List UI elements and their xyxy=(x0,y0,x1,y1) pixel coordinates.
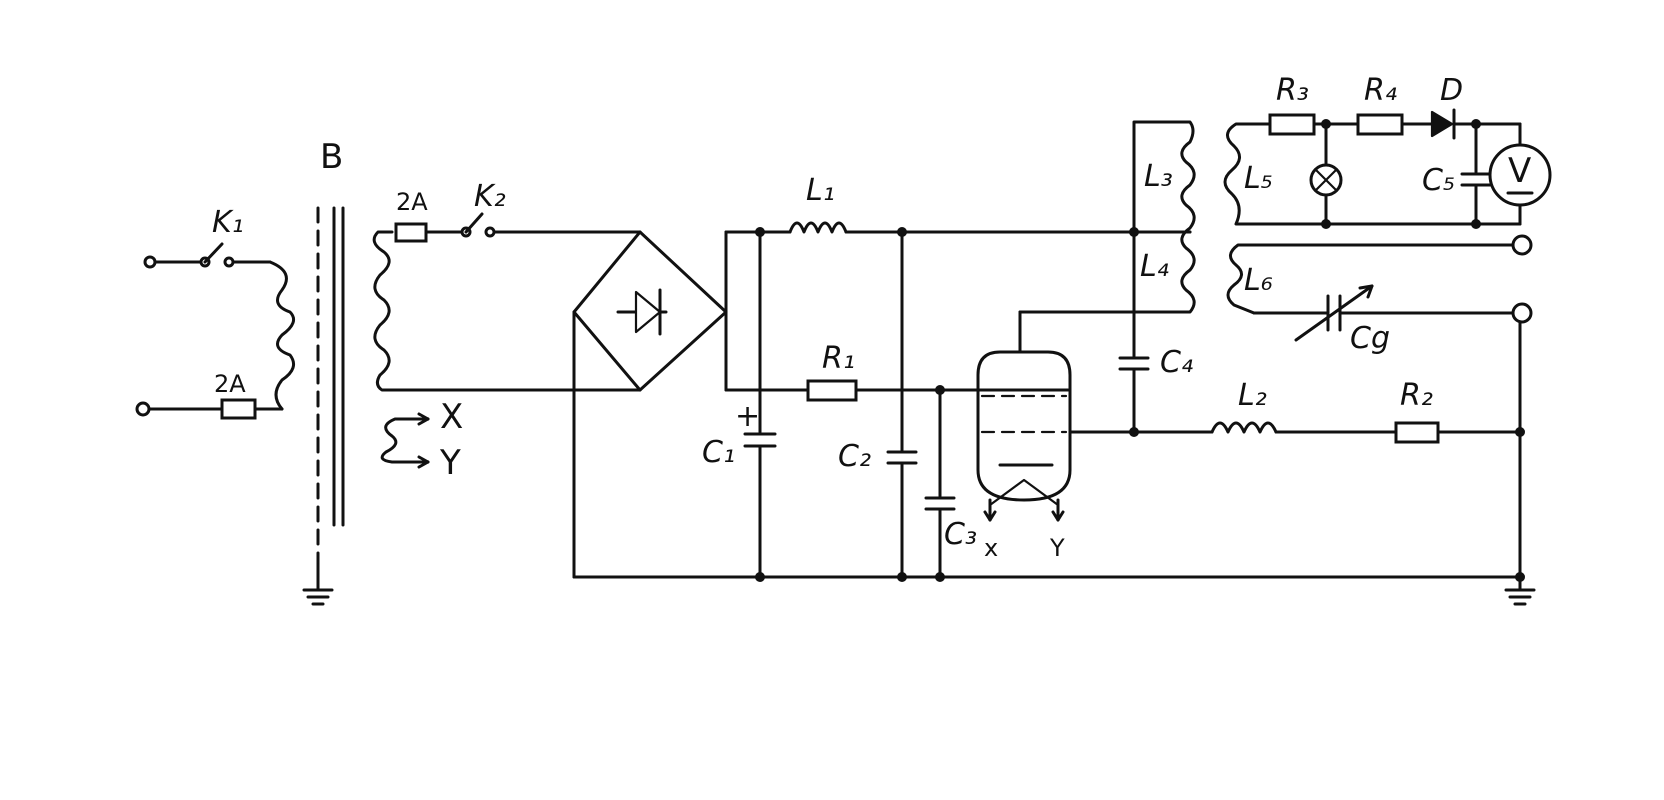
label-transformer: B xyxy=(320,137,343,177)
diode-d xyxy=(1430,110,1454,138)
label-r3: R₃ xyxy=(1276,73,1309,108)
switch-k2 xyxy=(464,212,484,234)
fuse-1 xyxy=(220,398,257,420)
label-tube-y: Y xyxy=(1049,534,1065,562)
label-r1: R₁ xyxy=(822,341,855,376)
label-r2: R₂ xyxy=(1400,378,1433,413)
label-k2: K₂ xyxy=(474,179,506,214)
label-l3: L₃ xyxy=(1144,159,1173,194)
label-l4: L₄ xyxy=(1140,249,1169,284)
label-cg: Cg xyxy=(1350,321,1390,356)
resistor-r2 xyxy=(1394,421,1440,444)
label-l6: L₆ xyxy=(1244,263,1273,298)
transformer-secondary xyxy=(372,230,642,392)
tube-heater xyxy=(988,478,1060,507)
fuse-2 xyxy=(394,222,428,243)
mains-input xyxy=(135,242,284,420)
label-c2: C₂ xyxy=(838,439,871,474)
label-l5: L₅ xyxy=(1244,161,1273,196)
label-tube-x: x xyxy=(984,534,998,562)
output-terminal-top xyxy=(1511,234,1533,256)
transformer-primary xyxy=(268,260,296,411)
label-fuse-2: 2A xyxy=(396,188,428,216)
resistor-r1 xyxy=(806,379,858,402)
label-r4: R₄ xyxy=(1364,73,1397,108)
label-k1: K₁ xyxy=(212,205,244,240)
label-voltmeter: V xyxy=(1508,151,1531,191)
inductor-l2 xyxy=(1210,421,1278,434)
bridge-rectifier xyxy=(572,230,762,579)
label-l2: L₂ xyxy=(1238,378,1267,413)
label-c1-plus: + xyxy=(735,399,760,434)
switch-k1 xyxy=(203,242,224,264)
transformer-core xyxy=(302,206,345,606)
label-fuse-1: 2A xyxy=(214,370,246,398)
label-c3: C₃ xyxy=(944,517,977,552)
heater-winding xyxy=(380,417,430,464)
inductor-l6 xyxy=(1226,243,1256,315)
output-terminal-bottom xyxy=(1511,302,1533,324)
fuse-switch-k2 xyxy=(394,212,642,243)
label-diode: D xyxy=(1440,73,1463,108)
resistor-r4 xyxy=(1356,113,1404,136)
label-out-x: X xyxy=(440,397,463,437)
mains-terminal-bottom xyxy=(135,401,151,417)
inductor-l1 xyxy=(788,221,848,234)
vacuum-tube xyxy=(976,310,1136,522)
label-c1: C₁ xyxy=(702,435,735,470)
label-c4: C₄ xyxy=(1160,345,1193,380)
inductor-l3-l4 xyxy=(1132,120,1196,314)
ground-symbol-right xyxy=(1504,575,1536,606)
resistor-r3 xyxy=(1268,113,1316,136)
label-c5: C₅ xyxy=(1422,163,1455,198)
label-l1: L₁ xyxy=(806,173,835,208)
inductor-l5 xyxy=(1223,122,1256,226)
label-out-y: Y xyxy=(439,443,461,483)
